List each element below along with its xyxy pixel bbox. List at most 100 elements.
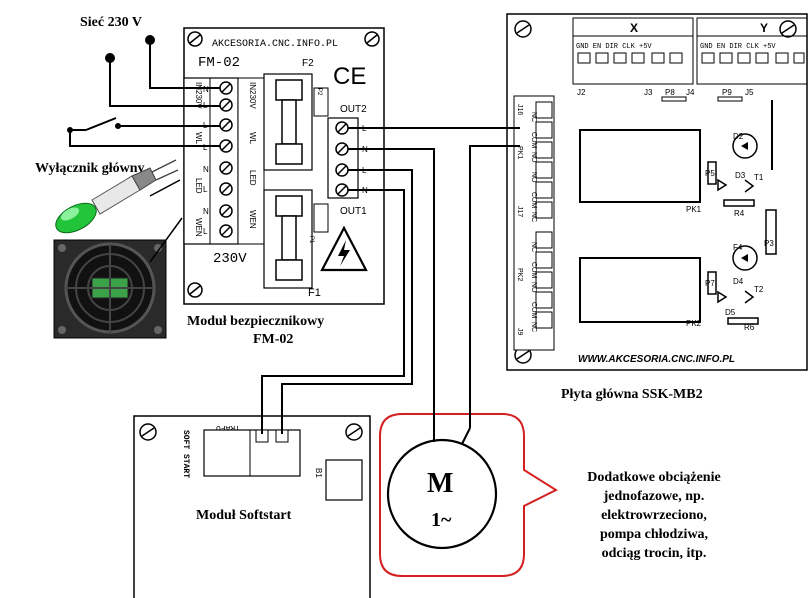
connector-j4: J4 — [686, 88, 695, 97]
terminal-screws-out — [335, 121, 349, 197]
screw-terminal-icon — [345, 423, 363, 441]
relay2-pin-nc: NC — [530, 242, 537, 252]
mainboard-caption: Płyta główna SSK-MB2 — [561, 387, 703, 402]
term-right-led: LED — [248, 170, 257, 186]
screw-terminal-icon — [187, 31, 203, 47]
fuse-module-model: FM-02 — [198, 55, 240, 71]
term-left-led: LED — [194, 178, 203, 194]
term-left-wen: WEN — [194, 218, 203, 237]
motor-letter: M — [427, 468, 453, 499]
mainboard: X Y GND EN DIR CLK +5V GND EN DIR CLK +5… — [506, 13, 808, 371]
mainboard-footer: WWW.AKCESORIA.CNC.INFO.PL — [578, 354, 735, 365]
connector-j2: J2 — [577, 88, 586, 97]
component-r6: R6 — [744, 323, 755, 332]
main-switch-label: Wyłącznik główny — [35, 161, 145, 176]
component-r4: R4 — [734, 209, 745, 218]
relay1-pin-com2: COM — [530, 192, 537, 209]
pins-top-x: GND EN DIR CLK +5V — [576, 43, 652, 51]
p2-label: P2 — [316, 88, 322, 96]
softstart-trafo-label: TRAFO — [216, 423, 240, 432]
connector-j5: J5 — [745, 88, 754, 97]
led-indicator-icon — [55, 159, 179, 234]
term-right-in230v: IN230V — [248, 82, 257, 109]
mains-label: Sieć 230 V — [80, 15, 142, 30]
fuse-module: AKCESORIA.CNC.INFO.PL FM-02 230V F2 F1 C… — [183, 27, 385, 305]
screw-terminal-icon — [364, 31, 380, 47]
component-p5: P5 — [705, 169, 715, 178]
relay1-pin-nc: NC — [530, 112, 537, 122]
relay-pk1-label: PK1 — [686, 205, 702, 214]
fuse-module-voltage: 230V — [213, 251, 247, 267]
screw-terminal-icon — [779, 20, 797, 38]
callout-line-2: jednofazowe, np. — [603, 489, 705, 504]
wire-dots — [67, 35, 155, 133]
connector-p9: P9 — [722, 88, 732, 97]
screw-terminal-icon — [139, 423, 157, 441]
pin-left-8: L — [203, 227, 208, 236]
screw-terminal-icon — [514, 20, 532, 38]
callout-line-3: elektrowrzeciono, — [601, 508, 707, 523]
connector-p8: P8 — [665, 88, 675, 97]
callout-line-1: Dodatkowe obciążenie — [587, 470, 721, 485]
ce-mark: CE — [333, 63, 366, 90]
label-pk1-side: PK1 — [516, 146, 523, 159]
led-pointer-line — [149, 179, 181, 197]
label-j17: J17 — [516, 206, 523, 217]
label-j16: J16 — [516, 104, 523, 115]
relay1-pin-com: COM — [530, 132, 537, 149]
term-left-wl: WL — [194, 132, 203, 145]
motor-phase: 1~ — [431, 509, 452, 531]
label-j9: J9 — [516, 328, 523, 336]
wires — [69, 40, 520, 434]
callout-line-4: pompa chłodziwa, — [599, 527, 709, 542]
softstart-b1-label: B1 — [314, 468, 323, 478]
relay-pk2-label: PK2 — [686, 319, 702, 328]
component-t2: T2 — [754, 285, 764, 294]
screw-terminal-icon — [187, 282, 203, 298]
component-d5: D5 — [725, 308, 736, 317]
screw-terminal-icon — [514, 346, 532, 364]
fan-icon — [53, 239, 167, 339]
softstart-soft-label: SOFT START — [181, 430, 190, 478]
relay2-pin-no: NO — [530, 282, 537, 293]
relay1-pin-nc2: NC — [530, 212, 537, 222]
relay2-pin-com2: COM — [530, 302, 537, 319]
p1-label: P1 — [308, 236, 314, 244]
relay2-pin-com: COM — [530, 262, 537, 279]
relay2-pin-nc2: NC — [530, 322, 537, 332]
connector-j3: J3 — [644, 88, 653, 97]
component-p7: P7 — [705, 279, 715, 288]
fuse-f1-label: F1 — [308, 287, 321, 299]
component-t1: T1 — [754, 173, 764, 182]
callout-line-5: odciąg trocin, itp. — [601, 546, 707, 561]
component-f4: F4 — [733, 243, 743, 252]
axis-y-label: Y — [760, 21, 768, 35]
pin-left-5: N — [203, 165, 209, 174]
relay1-pin-no2: NO — [530, 172, 537, 183]
component-d2: D2 — [733, 132, 744, 141]
fan-pointer-line — [149, 217, 183, 263]
fuse-module-caption-2: FM-02 — [253, 332, 293, 347]
relay1-pin-no: NO — [530, 152, 537, 163]
fuse-f2-label: F2 — [302, 58, 314, 69]
pin-left-4: L — [203, 143, 208, 152]
label-pk2-side: PK2 — [516, 268, 523, 281]
axis-x-label: X — [630, 21, 638, 35]
fuse-module-header: AKCESORIA.CNC.INFO.PL — [212, 39, 338, 50]
component-d4: D4 — [733, 277, 744, 286]
load-callout-text: Dodatkowe obciążenie jednofazowe, np. el… — [548, 468, 760, 563]
out1-label: OUT1 — [340, 206, 367, 217]
pin-left-1: N — [203, 85, 209, 94]
term-right-wen: WEN — [248, 210, 257, 229]
component-p3: P3 — [764, 239, 774, 248]
pin-left-7: N — [203, 207, 209, 216]
pin-left-6: L — [203, 185, 208, 194]
softstart-caption: Moduł Softstart — [196, 508, 292, 523]
out2-label: OUT2 — [340, 104, 367, 115]
pins-top-y: GND EN DIR CLK +5V — [700, 43, 776, 51]
fuse-module-caption-1: Moduł bezpiecznikowy — [187, 314, 324, 329]
term-left-in230v: IN230V — [194, 82, 203, 109]
softstart-module: SOFT START TRAFO B1 — [133, 415, 371, 598]
component-d3: D3 — [735, 171, 746, 180]
